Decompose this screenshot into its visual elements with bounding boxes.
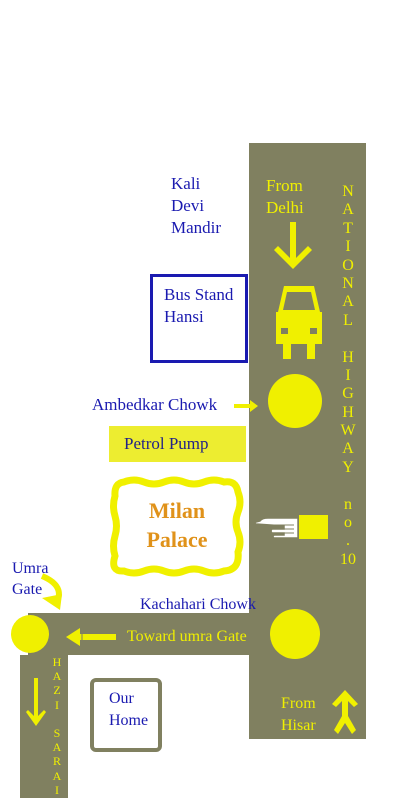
vertical-letter: A [342,440,354,458]
vertical-letter: I [345,238,351,256]
milan-palace-frame [110,476,244,577]
arrow-up-icon [332,690,358,734]
vertical-letter: 10 [340,550,356,568]
umra-gate-label: Umra Gate [12,560,49,598]
vertical-letter: L [343,311,353,329]
vertical-letter: G [342,385,354,403]
bus-stand-label: Bus Stand Hansi [164,285,234,326]
vertical-letter: T [343,219,353,237]
vertical-letter: o [344,514,352,532]
from-hisar-label: From Hisar [281,695,316,734]
bus-stand-box [150,274,248,363]
petrol-pump-label: Petrol Pump [124,434,209,453]
vertical-letter: I [55,697,59,712]
kachahari-chowk-circle [270,609,320,659]
vertical-letter: H [342,348,354,366]
vertical-letter: S [53,725,61,740]
vertical-letter: N [342,274,354,292]
arrow-down-icon [274,222,312,269]
pointing-hand-icon [254,515,328,539]
vertical-letter: O [342,256,354,274]
petrol-pump-box [109,426,246,462]
milan-palace-label: Milan Palace [146,498,208,552]
curved-arrow-icon [40,573,62,610]
hazi-sarai-road [20,655,68,798]
our-home-label: Our Home [109,690,149,729]
bus-icon [276,286,322,359]
vertical-letter: A [342,293,354,311]
vertical-letter: R [52,754,61,769]
vertical-letter: I [345,366,351,384]
kachahari-chowk-label: Kachahari Chowk [140,596,256,613]
umra-gate-circle [11,615,49,653]
vertical-letter: H [342,403,354,421]
vertical-letter: A [52,768,62,783]
vertical-letter: H [52,655,62,669]
vertical-letter: n [344,495,352,513]
vertical-letter: A [52,669,62,684]
ambedkar-chowk-label: Ambedkar Chowk [92,395,218,414]
kali-devi-mandir-label: Kali Devi Mandir [171,174,222,237]
from-delhi-label: From Delhi [266,176,304,217]
vertical-letter: A [52,740,62,755]
vertical-letter: . [346,532,350,550]
vertical-letter: N [342,183,354,200]
arrow-left-icon [66,628,116,646]
arrow-down-small-icon [26,678,46,726]
ambedkar-chowk-circle [268,374,322,428]
vertical-letter: Y [342,458,354,476]
our-home-box [90,678,162,752]
vertical-letter: I [55,782,59,797]
vertical-letter: Z [53,683,61,698]
vertical-letter: W [340,422,356,440]
vertical-letter: A [342,201,354,219]
arrow-right-icon [234,400,258,412]
toward-umra-gate-label: Toward umra Gate [127,628,247,645]
